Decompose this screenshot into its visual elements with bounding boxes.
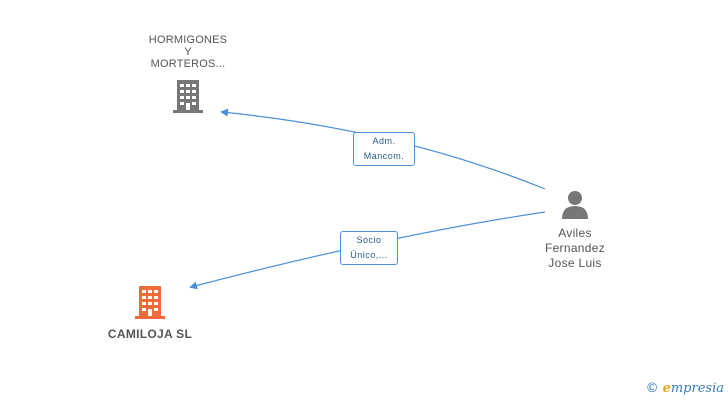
empresia-watermark: ©empresia xyxy=(646,381,724,396)
edge-label-socio-line-2: Único,... xyxy=(350,250,388,260)
brand-logo-e: e xyxy=(662,381,671,396)
person-icon xyxy=(562,191,588,219)
company-top-label: HORMIGONES Y MORTEROS... xyxy=(140,34,236,70)
building-icon xyxy=(135,286,165,319)
edge-label-socio-unico[interactable]: Socio Único,... xyxy=(340,231,398,265)
company-focus-label: CAMILOJA SL xyxy=(107,327,193,341)
person-label: Aviles Fernandez Jose Luis xyxy=(530,226,620,271)
company-node-top[interactable]: HORMIGONES Y MORTEROS... xyxy=(140,34,236,119)
brand-logo-text: mpresia xyxy=(670,381,724,396)
person-node[interactable]: Aviles Fernandez Jose Luis xyxy=(530,189,620,271)
person-label-line-2: Fernandez xyxy=(544,241,606,255)
company-top-label-line-1: HORMIGONES xyxy=(148,34,228,46)
edge-label-adm-line-2: Mancom. xyxy=(363,151,405,161)
company-top-label-line-3: MORTEROS... xyxy=(150,58,226,70)
company-top-label-line-2: Y xyxy=(184,46,192,58)
edge-label-adm-line-1: Adm. xyxy=(372,136,396,146)
person-label-line-3: Jose Luis xyxy=(548,256,602,270)
person-label-line-1: Aviles xyxy=(558,226,592,240)
copyright-symbol: © xyxy=(645,381,659,396)
edge-label-adm-mancom[interactable]: Adm. Mancom. xyxy=(353,132,415,166)
edge-label-socio-line-1: Socio xyxy=(356,235,382,245)
building-icon xyxy=(173,80,203,113)
company-node-focus[interactable]: CAMILOJA SL xyxy=(100,284,200,341)
